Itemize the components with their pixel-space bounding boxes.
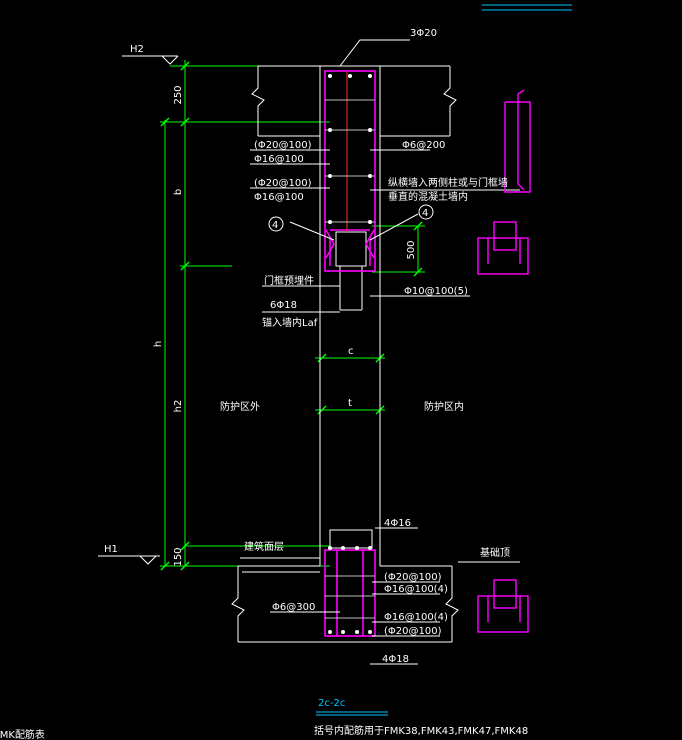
dim-b: b	[173, 189, 184, 195]
detail-mark-left: 4	[268, 216, 284, 232]
bottom-stirrups	[325, 575, 375, 619]
label-stirrup-left-2a: (Φ20@100)	[254, 178, 312, 189]
leader-lines	[240, 39, 520, 665]
top-slab-outline	[251, 65, 457, 137]
section-note: 括号内配筋用于FMK38,FMK43,FMK47,FMK48	[314, 724, 528, 737]
label-zone-inside: 防护区内	[424, 400, 464, 413]
label-stirrup-left-2b: Φ16@100	[254, 192, 304, 203]
label-bottom-top-bars: 4Φ16	[384, 518, 411, 529]
label-stirrup-left-1a: (Φ20@100)	[254, 140, 312, 151]
label-door-frame: 门框预埋件	[264, 274, 314, 287]
label-floor-layer: 建筑面层	[244, 540, 284, 553]
level-label-h2: H2	[130, 44, 144, 55]
bottom-rebar-cage	[324, 549, 376, 637]
foundation-outline	[231, 548, 459, 643]
dim-h2: h2	[173, 400, 184, 413]
corner-table-title: FMK配筋表	[0, 728, 45, 740]
label-bot-right-2: Φ16@100(4)	[384, 584, 448, 595]
label-top-bars: 3Φ20	[410, 28, 437, 39]
label-stirrup-bottom: Φ10@100(5)	[404, 286, 468, 297]
section-detail-top	[477, 221, 529, 275]
dim-500: 500	[406, 240, 417, 259]
section-detail-bottom	[477, 579, 529, 633]
floor-layer	[242, 557, 320, 573]
dim-c: c	[348, 346, 354, 357]
wall-outline	[319, 66, 381, 548]
top-bar-dots	[328, 74, 372, 224]
door-frame-embed	[335, 231, 367, 311]
dim-150: 150	[173, 547, 184, 566]
label-stirrup-right-1: Φ6@200	[402, 140, 445, 151]
level-label-h1: H1	[104, 544, 118, 555]
bottom-cap	[329, 529, 373, 549]
top-stirrups	[325, 99, 375, 223]
level-marker-h1: H1	[98, 544, 160, 565]
label-bot-left: Φ6@300	[272, 602, 315, 613]
label-zone-outside: 防护区外	[220, 400, 260, 413]
detail-mark-right: 4	[418, 204, 434, 220]
dimension-ticks	[160, 61, 423, 571]
label-bot-right-4: (Φ20@100)	[384, 626, 442, 637]
section-title: 2c-2c	[318, 698, 345, 709]
dim-t: t	[348, 398, 352, 409]
bottom-bar-dots	[328, 546, 372, 634]
label-anchor-bars: 6Φ18	[270, 300, 297, 311]
dimension-lines	[160, 60, 425, 567]
detail-mark-right-text: 4	[422, 208, 428, 219]
detail-mark-left-text: 4	[272, 220, 278, 231]
label-bottom-bars: 4Φ18	[382, 654, 409, 665]
dim-h: h	[153, 341, 164, 347]
level-marker-h2: H2	[122, 44, 179, 65]
label-note-right-2: 垂直的混凝土墙内	[388, 190, 468, 203]
label-note-right-1: 纵横墙入两侧柱或与门框墙	[388, 176, 508, 189]
dim-250: 250	[173, 85, 184, 104]
label-foundation-top: 基础顶	[480, 546, 510, 559]
hook-detail	[504, 89, 531, 193]
label-bot-right-3: Φ16@100(4)	[384, 612, 448, 623]
label-stirrup-left-1b: Φ16@100	[254, 154, 304, 165]
label-bot-right-1: (Φ20@100)	[384, 572, 442, 583]
label-anchor-note: 锚入墙内Laf	[262, 316, 318, 329]
top-rebar-cage	[324, 70, 376, 272]
